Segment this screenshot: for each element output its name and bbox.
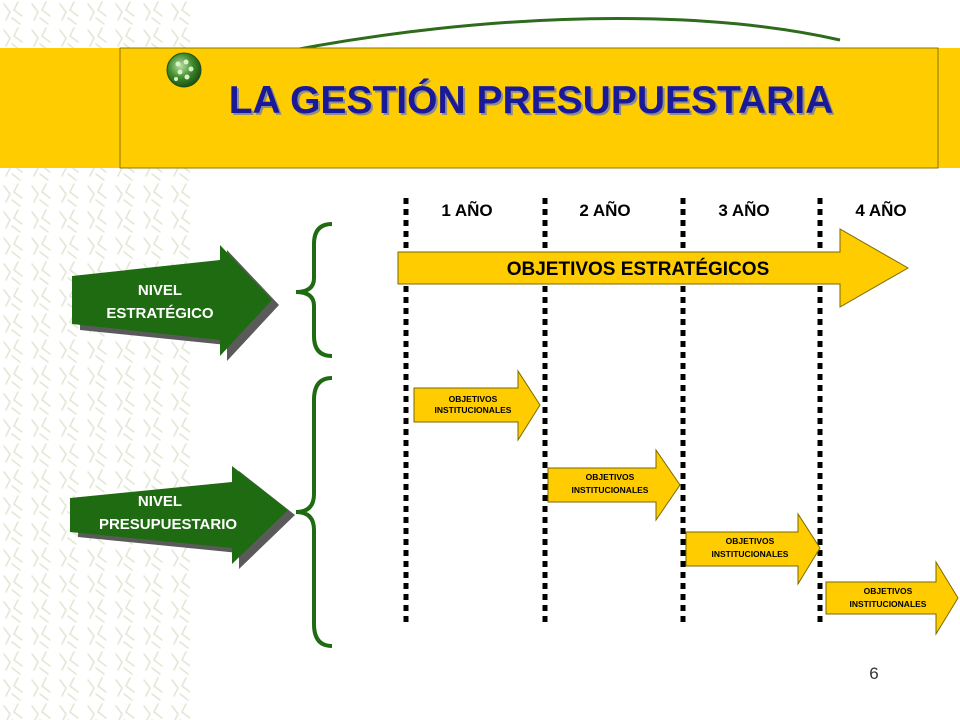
- title-banner: LA GESTIÓN PRESUPUESTARIA LA GESTIÓN PRE…: [0, 47, 960, 169]
- institutional-arrow: OBJETIVOS INSTITUCIONALES: [685, 512, 821, 586]
- institutional-line1: OBJETIVOS: [864, 586, 913, 596]
- slide-title: LA GESTIÓN PRESUPUESTARIA: [229, 78, 834, 122]
- institutional-arrow: OBJETIVOS INSTITUCIONALES: [547, 448, 681, 522]
- level-strategic-line1: NIVEL: [138, 282, 182, 299]
- year-label: 2 AÑO: [579, 200, 630, 220]
- year-label: 1 AÑO: [441, 200, 492, 220]
- year-label: 4 AÑO: [855, 200, 906, 220]
- year-label: 3 AÑO: [718, 200, 769, 220]
- brace-budget: [295, 376, 333, 648]
- level-strategic-line2: ESTRATÉGICO: [106, 305, 214, 322]
- institutional-line2: INSTITUCIONALES: [850, 599, 927, 609]
- strategic-objectives-label: OBJETIVOS ESTRATÉGICOS: [507, 258, 770, 280]
- level-arrow-strategic: NIVEL ESTRATÉGICO: [72, 245, 279, 361]
- level-budget-line1: NIVEL: [138, 493, 182, 510]
- green-orb-icon: [166, 52, 202, 88]
- level-arrow-budget: NIVEL PRESUPUESTARIO: [70, 466, 295, 569]
- page-number: 6: [869, 664, 878, 683]
- institutional-arrow: OBJETIVOS INSTITUCIONALES: [825, 560, 959, 636]
- institutional-line2: INSTITUCIONALES: [435, 405, 512, 415]
- strategic-objectives-arrow: OBJETIVOS ESTRATÉGICOS: [397, 228, 910, 308]
- title-shadow: LA GESTIÓN PRESUPUESTARIA: [231, 80, 836, 124]
- institutional-line2: INSTITUCIONALES: [712, 549, 789, 559]
- institutional-line2: INSTITUCIONALES: [572, 485, 649, 495]
- institutional-line1: OBJETIVOS: [586, 472, 635, 482]
- institutional-line1: OBJETIVOS: [726, 536, 775, 546]
- brace-strategic: [295, 222, 333, 358]
- institutional-line1: OBJETIVOS: [449, 394, 498, 404]
- level-budget-line2: PRESUPUESTARIO: [99, 516, 237, 533]
- year-labels: 1 AÑO 2 AÑO 3 AÑO 4 AÑO: [441, 200, 906, 220]
- institutional-arrow: OBJETIVOS INSTITUCIONALES: [413, 369, 541, 442]
